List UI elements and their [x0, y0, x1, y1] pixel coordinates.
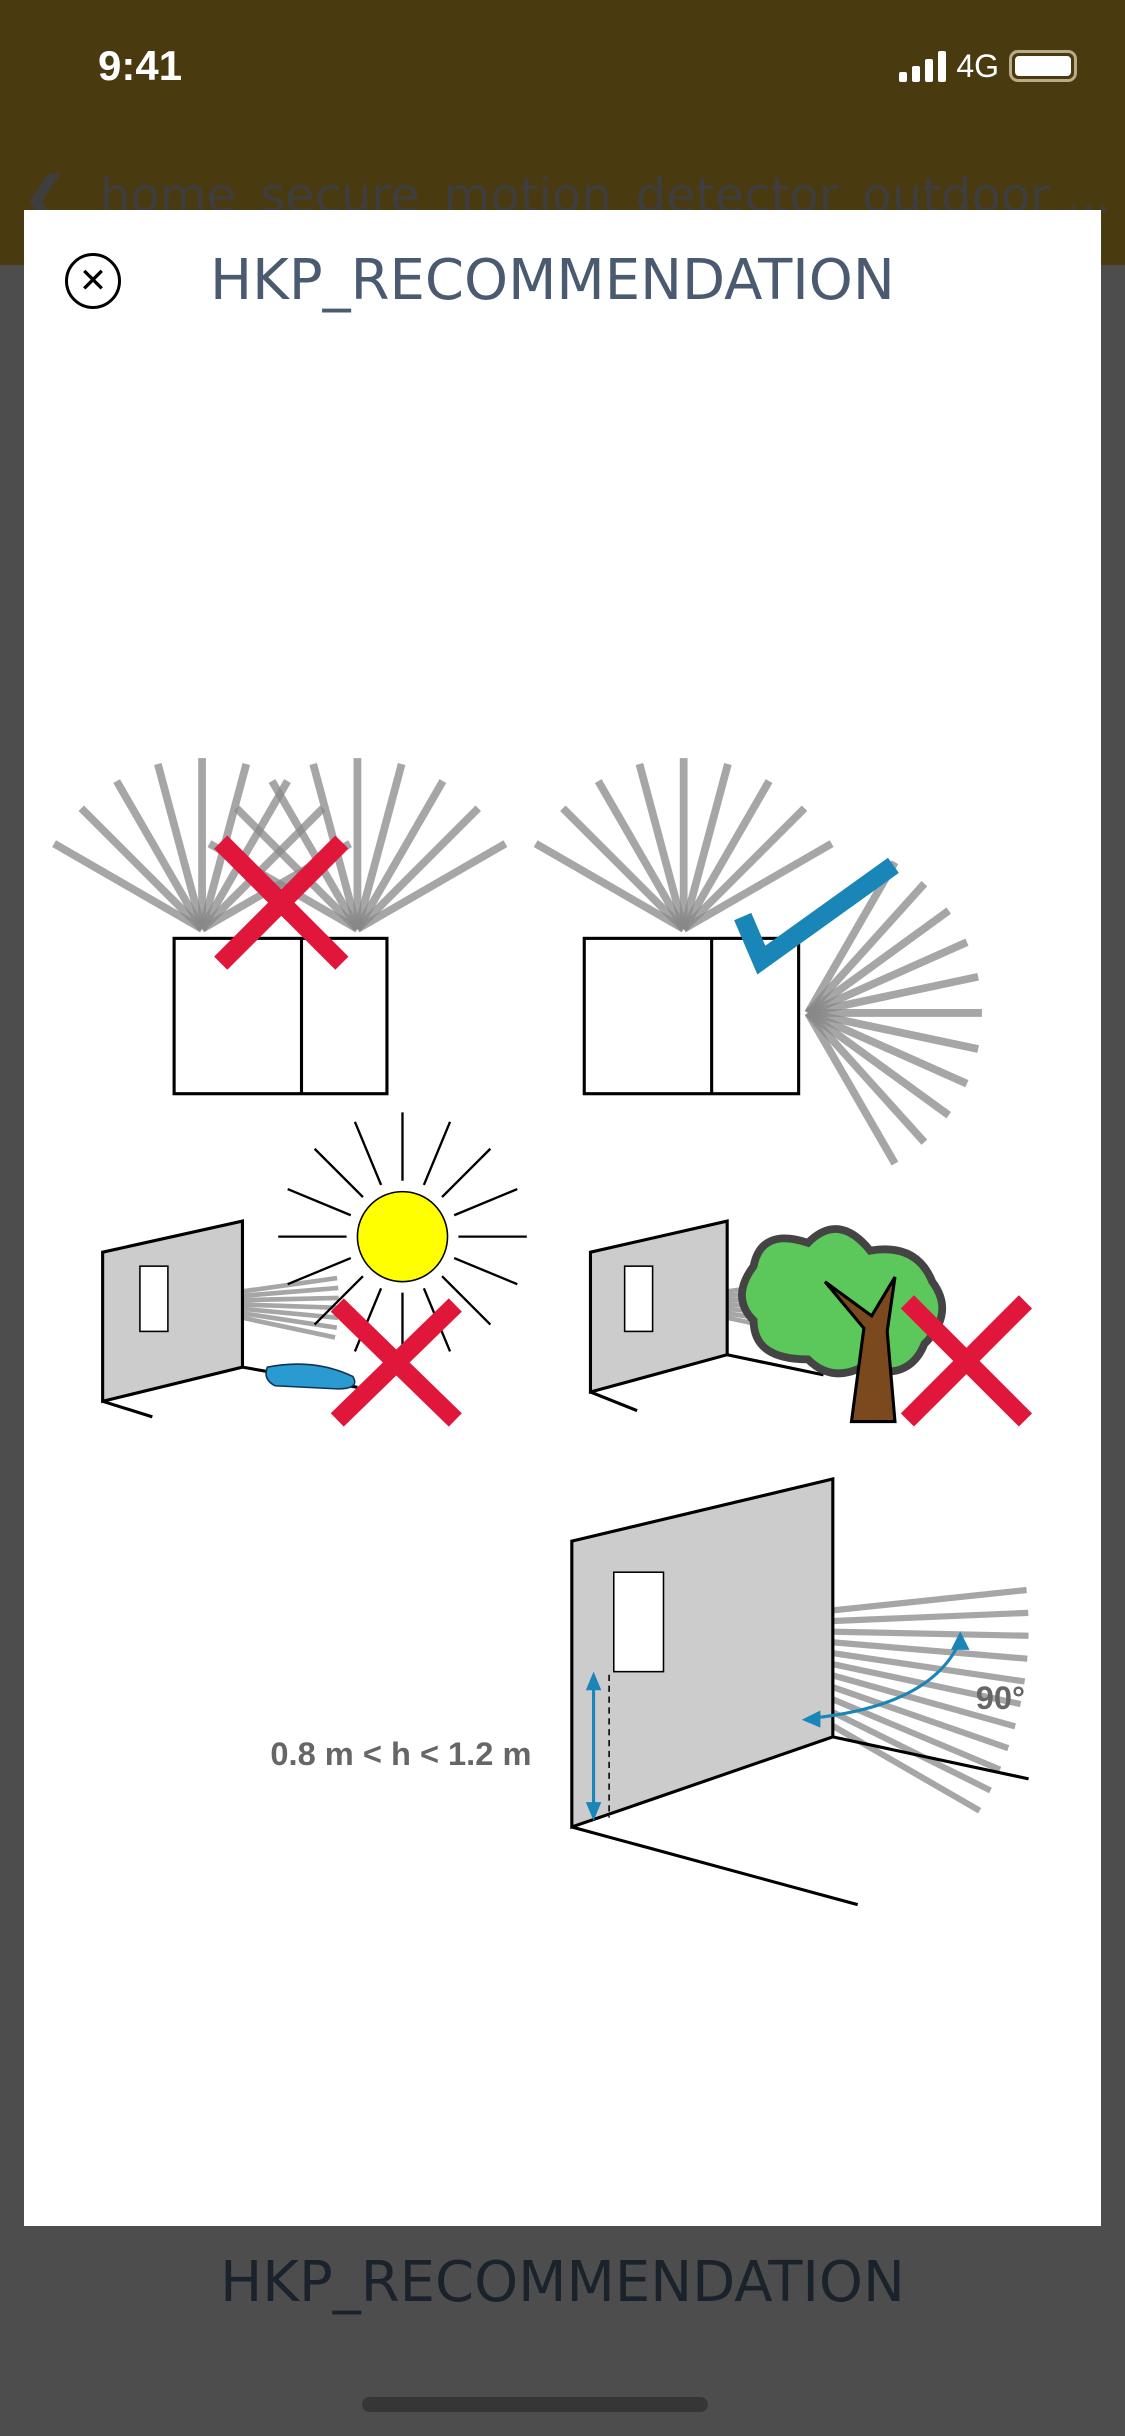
status-time: 9:41 — [98, 42, 183, 89]
close-icon[interactable]: ✕ — [65, 253, 121, 309]
network-type: 4G — [956, 48, 999, 84]
home-indicator — [362, 2397, 708, 2412]
signal-icon — [899, 50, 947, 82]
modal-title: HKP_RECOMMENDATION — [210, 248, 895, 313]
recommendation-modal: ✕ HKP_RECOMMENDATION — [24, 210, 1101, 2226]
background-title: HKP_RECOMMENDATION — [220, 2250, 905, 2315]
battery-icon — [1009, 50, 1077, 82]
status-indicators: 4G — [899, 50, 1077, 82]
